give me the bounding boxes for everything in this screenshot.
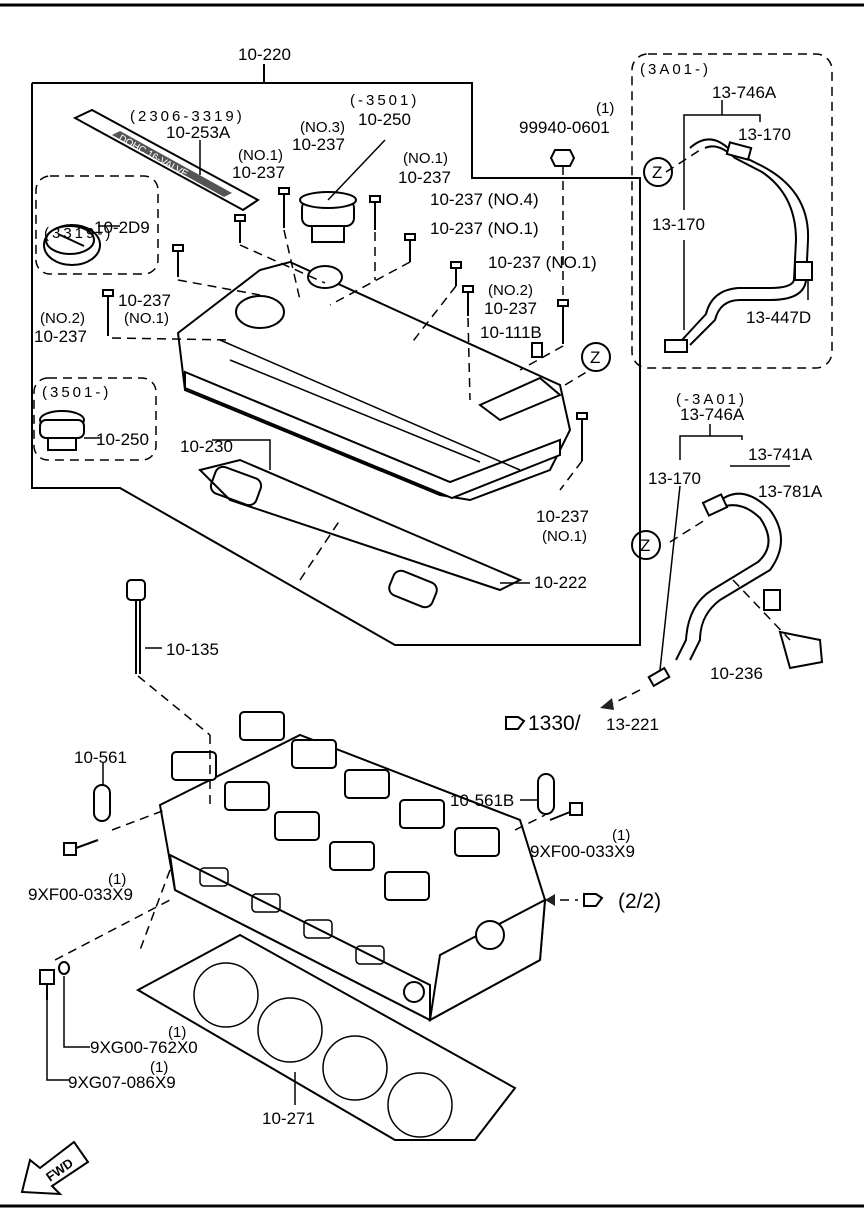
bracket-left bbox=[63, 762, 166, 856]
bracket-right bbox=[514, 773, 583, 831]
ref-arrow-sheet bbox=[545, 893, 604, 907]
label-hose-c: 13-741A bbox=[748, 445, 813, 464]
label-no1-e: (NO.1) bbox=[124, 310, 169, 327]
label-bolt-no1-f: 10-237 bbox=[536, 507, 589, 526]
label-clip: 13-447D bbox=[746, 308, 811, 327]
label-hose-b-a: 13-170 bbox=[738, 125, 791, 144]
label-bolt-no2-b: 10-237 bbox=[34, 327, 87, 346]
head-cover bbox=[176, 260, 572, 502]
label-bracket-b: 10-561B bbox=[450, 791, 514, 810]
label-ref-page: 1330/ bbox=[528, 712, 581, 735]
label-washer: 9XG07-086X9 bbox=[68, 1073, 176, 1092]
label-ref-fig: 13-221 bbox=[606, 715, 659, 734]
label-cap-a: 10-250 bbox=[358, 110, 411, 129]
plug-washer bbox=[39, 899, 171, 1081]
cover-bolts bbox=[102, 187, 588, 461]
label-hose-b-c: 13-170 bbox=[648, 469, 701, 488]
label-head-bolt-qty-l: (1) bbox=[108, 871, 126, 888]
label-bracket-a: 10-561 bbox=[74, 748, 127, 767]
label-cover-assy: 10-220 bbox=[238, 45, 291, 64]
hose-assy-3a01-before bbox=[600, 424, 824, 710]
z-marker-2-label: Z bbox=[652, 163, 662, 182]
z-marker-3-label: Z bbox=[640, 536, 650, 555]
ref-hand-icon bbox=[505, 716, 526, 730]
label-cap-date-a: (-3501) bbox=[350, 92, 419, 109]
label-bolt-no1-b: 10-237 bbox=[398, 168, 451, 187]
label-trim-date: (2306-3319) bbox=[130, 108, 245, 125]
guide-lines bbox=[111, 166, 591, 951]
label-no1-b: (NO.1) bbox=[403, 150, 448, 167]
label-nut-qty: (1) bbox=[596, 100, 614, 117]
label-dipstick: 10-135 bbox=[166, 640, 219, 659]
label-no1-f: (NO.1) bbox=[542, 528, 587, 545]
head-gasket bbox=[135, 933, 517, 1141]
label-bolt-no4: 10-237 (NO.4) bbox=[430, 190, 539, 209]
label-plug-qty: (1) bbox=[168, 1024, 186, 1041]
label-plug: 9XG00-762X0 bbox=[90, 1038, 198, 1057]
label-cap-date-c: (3319-) bbox=[44, 225, 113, 242]
label-bolt-no1-d: 10-237 (NO.1) bbox=[488, 253, 597, 272]
label-bolt-no3: 10-237 bbox=[292, 135, 345, 154]
label-cap-c: 10-2D9 bbox=[94, 218, 150, 237]
label-hose-a-b: 13-746A bbox=[680, 405, 745, 424]
label-hose-date-b: (-3A01) bbox=[676, 391, 747, 408]
label-gasket-b: 10-222 bbox=[534, 573, 587, 592]
dipstick bbox=[126, 579, 211, 736]
oil-cap-3319-box bbox=[35, 175, 159, 275]
nut bbox=[549, 149, 576, 167]
label-head-bolt-r: 9XF00-033X9 bbox=[530, 842, 635, 861]
cam-caps bbox=[171, 711, 500, 901]
label-washer-qty: (1) bbox=[150, 1059, 168, 1076]
cover-gaskets bbox=[198, 439, 530, 609]
label-no2-b: (NO.2) bbox=[40, 310, 85, 327]
label-trim-plate: 10-253A bbox=[166, 123, 231, 142]
label-clamp: 10-236 bbox=[710, 664, 763, 683]
label-bolt-no1-a: 10-237 bbox=[232, 163, 285, 182]
label-nut: 99940-0601 bbox=[519, 118, 610, 137]
label-hose-date-a: (3A01-) bbox=[640, 61, 711, 78]
label-gasket-a: 10-230 bbox=[180, 437, 233, 456]
fwd-arrow-icon: FWD bbox=[20, 1140, 90, 1196]
label-no1-a: (NO.1) bbox=[238, 147, 283, 164]
trim-plate: DOHC 16-VALVE bbox=[72, 108, 260, 212]
label-cap-b: 10-250 bbox=[96, 430, 149, 449]
label-no2-a: (NO.2) bbox=[488, 282, 533, 299]
label-hose-a: 13-746A bbox=[712, 83, 777, 102]
label-head-gasket: 10-271 bbox=[262, 1109, 315, 1128]
cylinder-head bbox=[158, 711, 547, 1022]
label-head-bolt-l: 9XF00-033X9 bbox=[28, 885, 133, 904]
cover-assy-frame bbox=[31, 82, 641, 646]
z-marker-1-label: Z bbox=[590, 348, 600, 367]
z-marker-3: Z bbox=[631, 530, 661, 560]
label-ref-sheet: (2/2) bbox=[618, 890, 661, 913]
z-marker-1: Z bbox=[581, 342, 611, 372]
label-valve: 10-111B bbox=[480, 323, 542, 342]
hose-box-3a01-after bbox=[631, 53, 833, 369]
labels: 10-220 (2306-3319) 10-253A (-3501) 10-25… bbox=[28, 45, 823, 1128]
label-cap-date-b: (3501-) bbox=[42, 384, 111, 401]
label-hose-d: 13-781A bbox=[758, 482, 823, 501]
oil-cap-upper bbox=[299, 139, 386, 243]
oil-cap-3501-box bbox=[33, 377, 157, 461]
label-hose-b-b: 13-170 bbox=[652, 215, 705, 234]
label-bolt-no1-c: 10-237 (NO.1) bbox=[430, 219, 539, 238]
label-no3: (NO.3) bbox=[300, 119, 345, 136]
label-bolt-no2-a: 10-237 bbox=[484, 299, 537, 318]
label-head-bolt-qty-r: (1) bbox=[612, 827, 630, 844]
label-bolt-no1-e: 10-237 bbox=[118, 291, 171, 310]
pcv-valve bbox=[531, 342, 543, 358]
z-marker-2: Z bbox=[643, 157, 673, 187]
head-ports bbox=[199, 867, 385, 965]
